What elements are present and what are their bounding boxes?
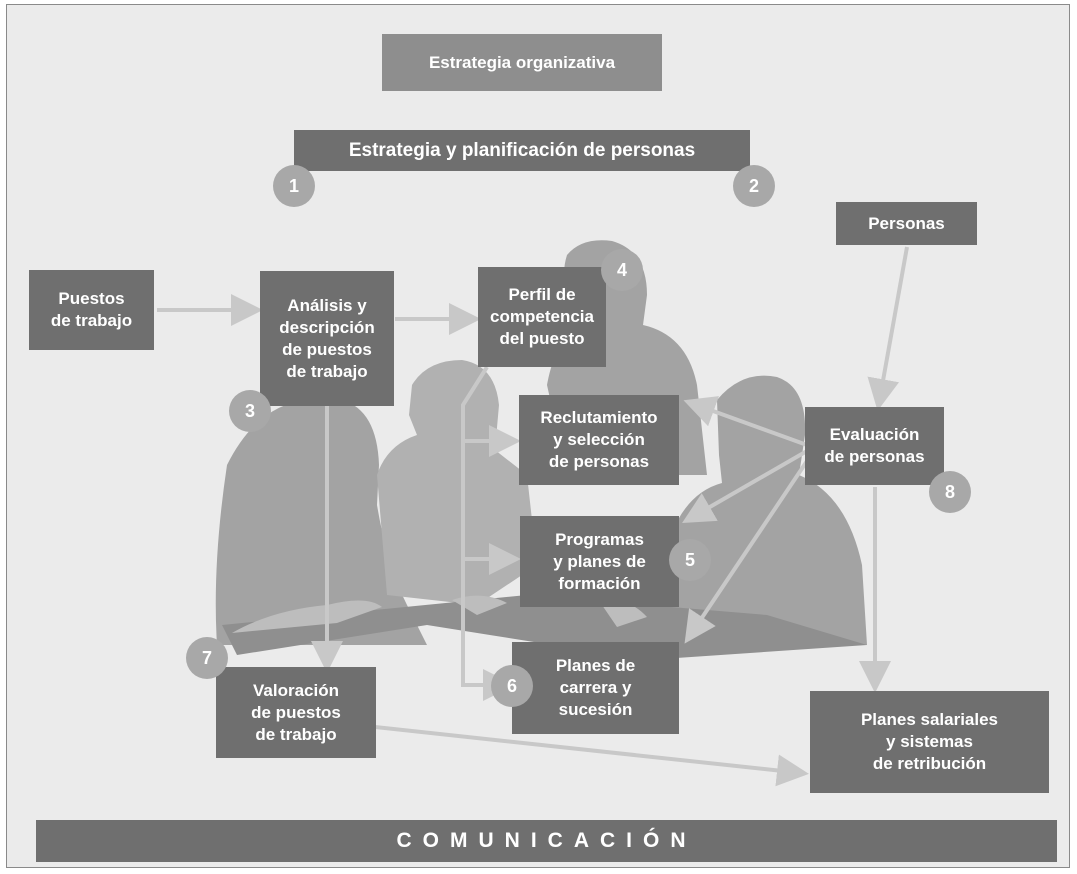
arrow-perfil-programas — [461, 441, 521, 575]
diagram-canvas: Estrategia organizativa Estrategia y pla… — [6, 4, 1070, 868]
badge-1: 1 — [273, 165, 315, 207]
analisis-descripcion-box: Análisis y descripción de puestos de tra… — [260, 271, 394, 406]
reclutamiento-box: Reclutamiento y selección de personas — [519, 395, 679, 485]
badge-5: 5 — [669, 539, 711, 581]
estrategia-planificacion-box: Estrategia y planificación de personas — [294, 130, 750, 171]
arrow-evaluacion-programas — [682, 449, 808, 523]
comunicacion-bar: COMUNICACIÓN — [36, 820, 1057, 862]
figure-woman-left — [215, 397, 427, 645]
badge-2: 2 — [733, 165, 775, 207]
personas-box: Personas — [836, 202, 977, 245]
badge-3: 3 — [229, 390, 271, 432]
badge-8: 8 — [929, 471, 971, 513]
arrow-personas-evaluacion — [867, 246, 909, 411]
arrow-perfil-planes-carrera — [461, 559, 515, 701]
planes-salariales-box: Planes salariales y sistemas de retribuc… — [810, 691, 1049, 793]
perfil-competencia-box: Perfil de competencia del puesto — [478, 267, 606, 367]
estrategia-organizativa-box: Estrategia organizativa — [382, 34, 662, 91]
badge-6: 6 — [491, 665, 533, 707]
arrow-perfil-reclutamiento — [461, 365, 521, 457]
flow-arrows — [157, 246, 909, 787]
evaluacion-box: Evaluación de personas — [805, 407, 944, 485]
figure-hands — [232, 595, 647, 633]
badge-4: 4 — [601, 249, 643, 291]
puestos-trabajo-box: Puestos de trabajo — [29, 270, 154, 350]
planes-carrera-box: Planes de carrera y sucesión — [512, 642, 679, 734]
figure-woman-headset — [647, 375, 867, 645]
valoracion-puestos-box: Valoración de puestos de trabajo — [216, 667, 376, 758]
arrow-evaluacion-reclutamiento — [683, 396, 808, 447]
badge-7: 7 — [186, 637, 228, 679]
programas-formacion-box: Programas y planes de formación — [520, 516, 679, 607]
arrow-valoracion-salariales — [374, 725, 809, 787]
arrow-evaluacion-planes-carrera — [684, 459, 809, 644]
